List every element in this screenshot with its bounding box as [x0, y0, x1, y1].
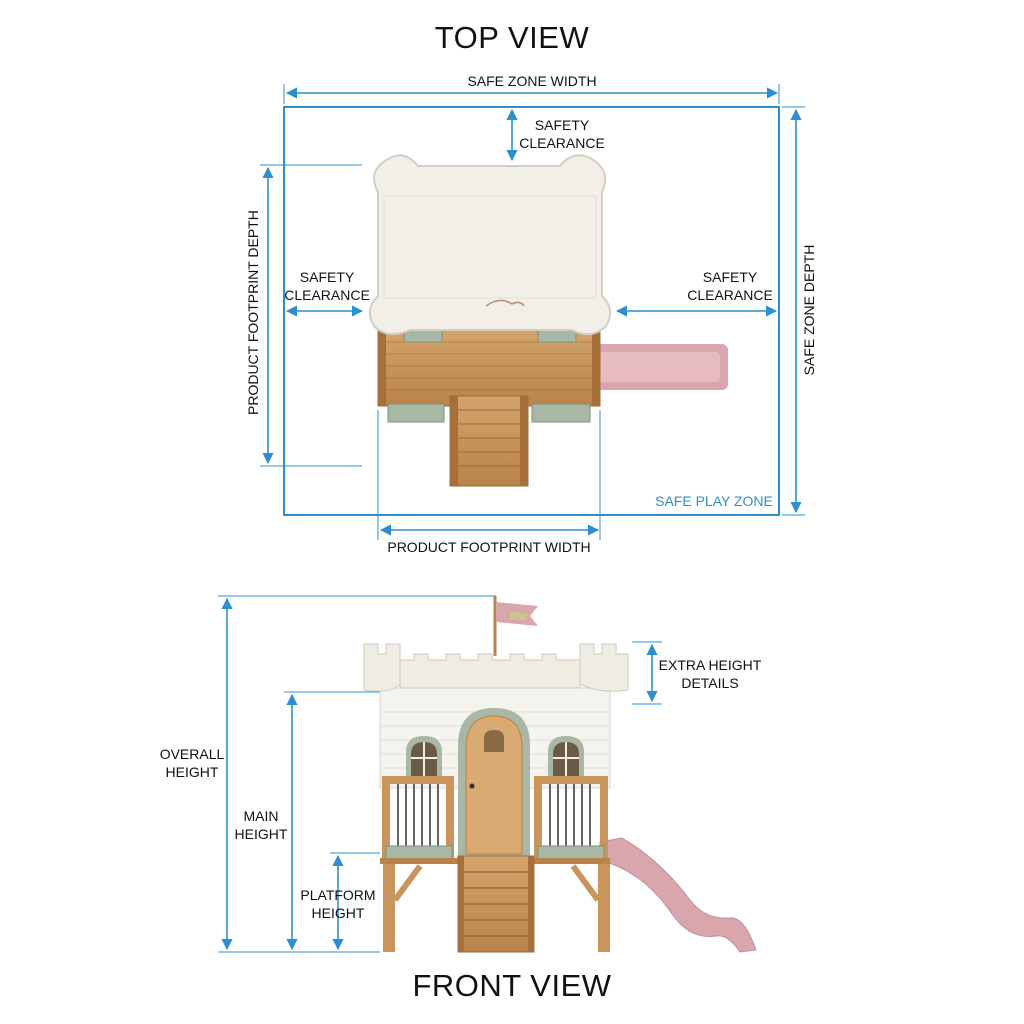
safe-play-zone-border [283, 106, 780, 516]
main-height-label-line2: HEIGHT [234, 826, 288, 842]
castle-top-view [368, 154, 728, 487]
right-clearance-label-line1: SAFETY [702, 269, 758, 285]
top-clearance-label-line1: SAFETY [534, 117, 590, 133]
right-railing [534, 776, 608, 858]
stairs-top-view [449, 395, 529, 487]
top-clearance-label: SAFETY CLEARANCE [512, 116, 612, 152]
right-window [548, 736, 584, 778]
front-view-group [218, 595, 757, 953]
safe-zone-depth-label: SAFE ZONE DEPTH [801, 244, 817, 376]
overall-height-label: OVERALL HEIGHT [150, 745, 234, 781]
extra-height-label-line1: EXTRA HEIGHT [658, 657, 762, 673]
main-height-label: MAIN HEIGHT [226, 807, 296, 843]
footprint-depth-label: PRODUCT FOOTPRINT DEPTH [245, 210, 261, 415]
left-clearance-label-line2: CLEARANCE [284, 287, 370, 303]
safe-play-zone-label: SAFE PLAY ZONE [655, 493, 773, 509]
left-railing [382, 776, 454, 858]
top-view-group [260, 84, 805, 540]
right-clearance-label-line2: CLEARANCE [687, 287, 773, 303]
extra-height-label-line2: DETAILS [681, 675, 739, 691]
top-view-title: TOP VIEW [434, 20, 590, 55]
stairs-front-view [457, 855, 535, 953]
slide-top-view [590, 344, 728, 390]
castle-roof-top-view [368, 154, 612, 336]
battlements [363, 643, 629, 692]
left-clearance-label: SAFETY CLEARANCE [277, 268, 377, 304]
overall-height-label-line2: HEIGHT [165, 764, 219, 780]
slide-front-view [599, 837, 757, 953]
safe-zone-width-label: SAFE ZONE WIDTH [467, 73, 597, 89]
platform-height-label-line2: HEIGHT [311, 905, 365, 921]
left-window [406, 736, 442, 778]
platform-height-label: PLATFORM HEIGHT [293, 886, 383, 922]
right-clearance-label: SAFETY CLEARANCE [680, 268, 780, 304]
door [458, 708, 530, 856]
footprint-width-label: PRODUCT FOOTPRINT WIDTH [387, 539, 591, 555]
extra-height-label: EXTRA HEIGHT DETAILS [652, 656, 768, 692]
platform-height-label-line1: PLATFORM [300, 887, 376, 903]
left-clearance-label-line1: SAFETY [299, 269, 355, 285]
top-clearance-label-line2: CLEARANCE [519, 135, 605, 151]
main-height-label-line1: MAIN [243, 808, 279, 824]
front-view-title: FRONT VIEW [412, 968, 612, 1003]
flag [493, 596, 538, 656]
overall-height-label-line1: OVERALL [159, 746, 225, 762]
castle-front-view [363, 596, 757, 953]
